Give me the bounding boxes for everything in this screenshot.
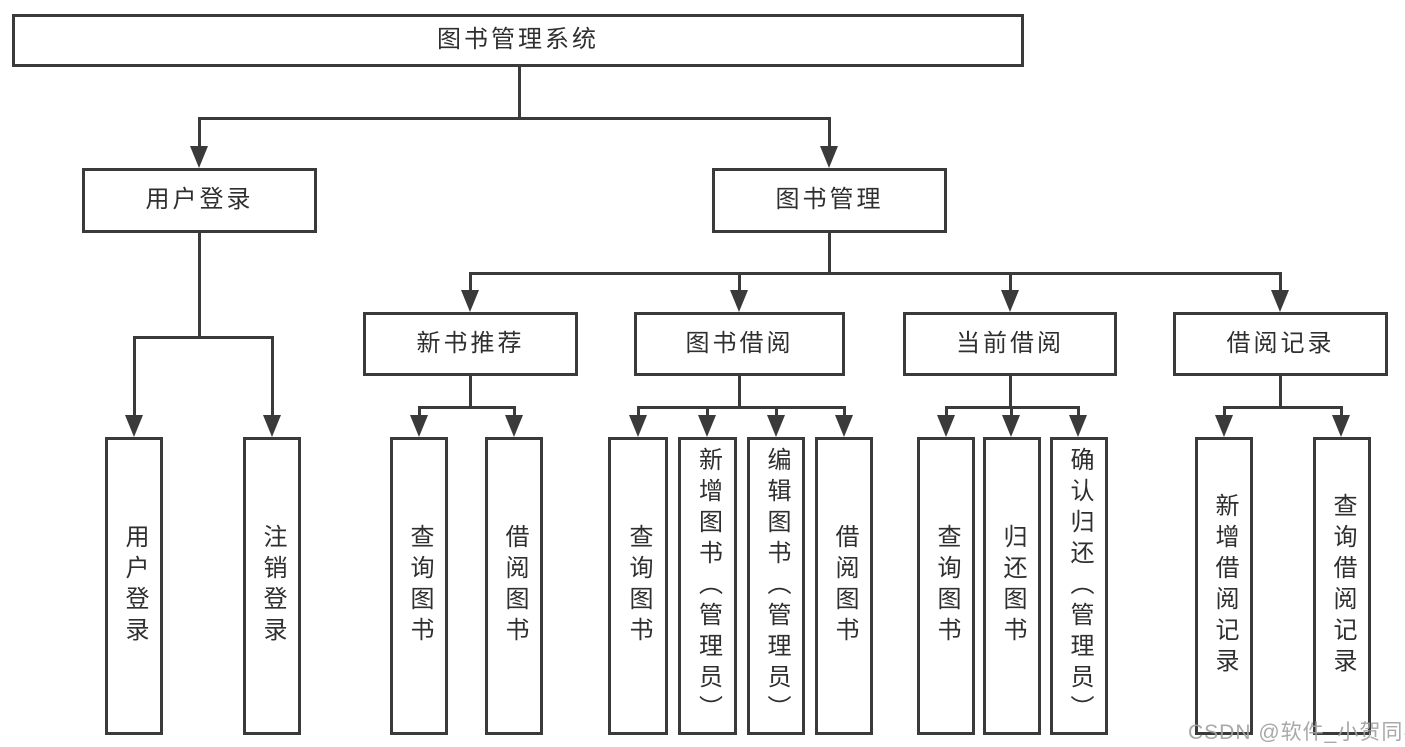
arrow-down-icon	[1215, 415, 1233, 437]
arrow-down-icon	[835, 415, 853, 437]
arrow-down-icon	[629, 415, 647, 437]
arrow-down-icon	[461, 290, 479, 312]
connector-line	[706, 407, 709, 419]
arrow-down-icon	[1001, 290, 1019, 312]
node-label: 新书推荐	[416, 329, 525, 357]
leaf-return-book: 归还图书	[983, 437, 1041, 735]
connector-line	[133, 337, 136, 419]
connector-line	[738, 273, 741, 294]
node-label: 归还图书	[999, 524, 1026, 648]
connector-line	[1279, 273, 1282, 294]
node-label: 查询图书	[933, 524, 960, 648]
node-current-borrowing: 当前借阅	[903, 312, 1117, 376]
connector-line	[469, 273, 472, 294]
connector-line	[945, 407, 948, 419]
node-borrowing-records: 借阅记录	[1173, 312, 1388, 376]
node-label: 图书借阅	[685, 329, 794, 357]
connector-line	[271, 337, 274, 419]
leaf-query-books-borrowing: 查询图书	[608, 437, 668, 735]
leaf-add-book-admin: 新增图书（管理员）	[678, 437, 737, 735]
arrow-down-icon	[730, 290, 748, 312]
arrow-down-icon	[1332, 415, 1350, 437]
node-label: 新增借阅记录	[1211, 493, 1238, 679]
leaf-user-login: 用户登录	[105, 437, 163, 735]
leaf-borrow-books-borrowing: 借阅图书	[815, 437, 873, 735]
arrow-down-icon	[1271, 290, 1289, 312]
node-label: 图书管理系统	[437, 26, 599, 54]
connector-line	[513, 407, 516, 419]
leaf-confirm-return-admin: 确认归还（管理员）	[1050, 437, 1108, 735]
node-label: 借阅图书	[501, 524, 528, 648]
connector-line	[637, 407, 640, 419]
arrow-down-icon	[125, 415, 143, 437]
connector-line	[469, 272, 1282, 275]
node-label: 查询借阅记录	[1329, 493, 1356, 679]
connector-line	[1077, 407, 1080, 419]
connector-line	[637, 406, 846, 409]
arrow-down-icon	[767, 415, 785, 437]
connector-line	[198, 233, 201, 337]
watermark: CSDN @软件_小贺同学	[1188, 721, 1405, 744]
leaf-query-books-current: 查询图书	[917, 437, 975, 735]
connector-line	[828, 118, 831, 150]
arrow-down-icon	[1002, 415, 1020, 437]
node-label: 用户登录	[145, 186, 254, 214]
arrow-down-icon	[190, 146, 208, 168]
arrow-down-icon	[410, 415, 428, 437]
node-label: 新增图书（管理员）	[694, 446, 722, 726]
arrow-down-icon	[698, 415, 716, 437]
arrow-down-icon	[505, 415, 523, 437]
arrow-down-icon	[820, 146, 838, 168]
connector-line	[1223, 407, 1226, 419]
leaf-logout-login: 注销登录	[243, 437, 301, 735]
leaf-edit-book-admin: 编辑图书（管理员）	[747, 437, 805, 735]
node-label: 借阅图书	[831, 524, 858, 648]
connector-line	[1223, 406, 1343, 409]
arrow-down-icon	[937, 415, 955, 437]
connector-line	[945, 406, 1080, 409]
leaf-add-borrowing-record: 新增借阅记录	[1195, 437, 1253, 735]
node-label: 当前借阅	[956, 329, 1064, 357]
node-book-management: 图书管理	[712, 168, 947, 233]
connector-line	[775, 407, 778, 419]
connector-line	[843, 407, 846, 419]
connector-line	[469, 376, 472, 407]
connector-line	[1010, 407, 1013, 419]
node-label: 查询图书	[406, 524, 433, 648]
connector-line	[1009, 376, 1012, 407]
arrow-down-icon	[263, 415, 281, 437]
connector-line	[1340, 407, 1343, 419]
node-label: 查询图书	[625, 524, 652, 648]
connector-line	[418, 407, 421, 419]
connector-line	[418, 406, 516, 409]
connector-line	[1279, 376, 1282, 407]
node-label: 编辑图书（管理员）	[763, 446, 790, 726]
connector-line	[133, 336, 274, 339]
node-new-book-recommendation: 新书推荐	[363, 312, 578, 376]
node-label: 注销登录	[259, 524, 286, 648]
connector-line	[198, 118, 201, 150]
connector-line	[518, 67, 521, 118]
node-library-management-system: 图书管理系统	[12, 14, 1024, 67]
node-label: 用户登录	[121, 524, 148, 648]
node-label: 借阅记录	[1226, 329, 1335, 357]
leaf-borrow-books-recommend: 借阅图书	[485, 437, 543, 735]
node-user-login: 用户登录	[82, 168, 317, 233]
connector-line	[1009, 273, 1012, 294]
node-label: 图书管理	[775, 186, 884, 214]
connector-line	[738, 376, 741, 407]
node-book-borrowing: 图书借阅	[634, 312, 845, 376]
node-label: 确认归还（管理员）	[1066, 446, 1093, 726]
connector-line	[828, 233, 831, 273]
leaf-query-books-recommend: 查询图书	[390, 437, 448, 735]
leaf-query-borrowing-record: 查询借阅记录	[1313, 437, 1371, 735]
connector-line	[198, 117, 831, 120]
arrow-down-icon	[1069, 415, 1087, 437]
